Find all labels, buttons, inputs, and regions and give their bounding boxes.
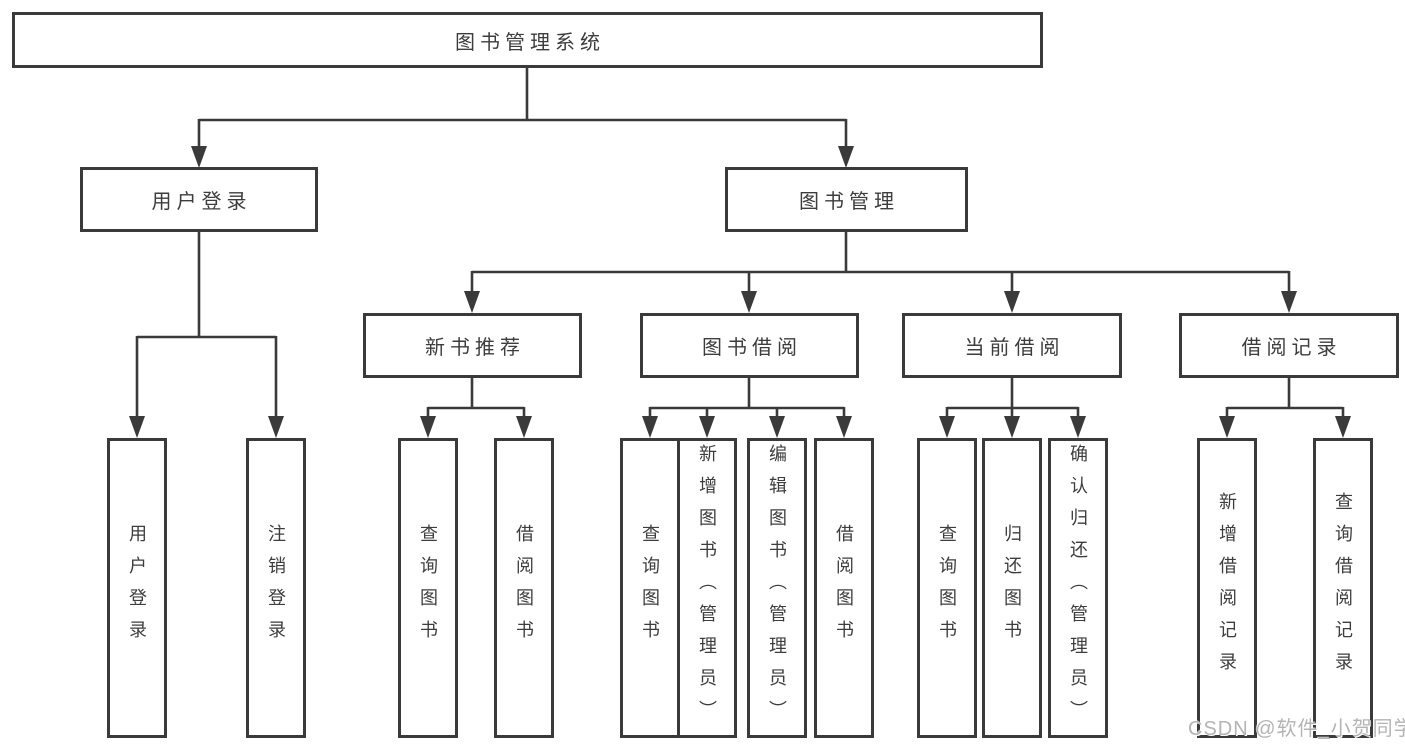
leaf-add-borrow-record: 新增借阅记录 bbox=[1197, 438, 1257, 738]
connector-user-login-children bbox=[129, 232, 284, 438]
leaf-borrow-books-recommend: 借阅图书 bbox=[494, 438, 554, 738]
node-borrow-records: 借阅记录 bbox=[1179, 313, 1399, 378]
connector-current-borrow-children bbox=[939, 378, 1086, 438]
connector-borrow-records-children bbox=[1219, 378, 1351, 438]
leaf-label: 新增借阅记录 bbox=[1217, 492, 1237, 684]
leaf-label: 查询图书 bbox=[937, 524, 957, 652]
leaf-add-books-admin: 新增图书（管理员） bbox=[677, 438, 737, 738]
leaf-label: 新增图书（管理员） bbox=[697, 444, 717, 732]
node-label: 当前借阅 bbox=[964, 337, 1065, 359]
node-new-book-recommend: 新书推荐 bbox=[363, 313, 582, 378]
node-label: 新书推荐 bbox=[425, 337, 525, 359]
leaf-label: 确认归还（管理员） bbox=[1068, 444, 1088, 732]
leaf-query-books-current: 查询图书 bbox=[917, 438, 977, 738]
leaf-label: 查询图书 bbox=[640, 524, 660, 652]
leaf-query-borrow-record: 查询借阅记录 bbox=[1313, 438, 1373, 738]
node-label: 图书借阅 bbox=[702, 337, 802, 359]
node-current-borrow: 当前借阅 bbox=[902, 313, 1122, 378]
connector-book-management-children bbox=[464, 232, 1297, 313]
leaf-label: 用户登录 bbox=[127, 524, 147, 652]
leaf-borrow-books: 借阅图书 bbox=[814, 438, 874, 738]
leaf-query-books-recommend: 查询图书 bbox=[398, 438, 458, 738]
leaf-label: 归还图书 bbox=[1002, 524, 1022, 652]
node-user-login: 用户登录 bbox=[80, 167, 318, 232]
leaf-logout: 注销登录 bbox=[246, 438, 306, 738]
node-book-management: 图书管理 bbox=[725, 167, 968, 232]
node-label: 图书管理系统 bbox=[455, 31, 605, 54]
node-library-management-system: 图书管理系统 bbox=[12, 12, 1043, 68]
leaf-label: 查询借阅记录 bbox=[1333, 492, 1353, 684]
node-label: 图书管理 bbox=[799, 191, 899, 213]
leaf-label: 借阅图书 bbox=[834, 524, 854, 652]
watermark: CSDN @软件_小贺同学 bbox=[1188, 718, 1405, 740]
leaf-edit-books-admin: 编辑图书（管理员） bbox=[747, 438, 807, 738]
leaf-label: 借阅图书 bbox=[514, 524, 534, 652]
node-book-borrow: 图书借阅 bbox=[640, 313, 859, 378]
connector-new-book-children bbox=[420, 378, 532, 438]
leaf-label: 查询图书 bbox=[418, 524, 438, 652]
connector-root-to-level1 bbox=[191, 68, 854, 168]
leaf-query-books-borrow: 查询图书 bbox=[620, 438, 680, 738]
connector-book-borrow-children bbox=[642, 378, 852, 438]
node-label: 借阅记录 bbox=[1241, 337, 1342, 359]
node-label: 用户登录 bbox=[151, 191, 252, 213]
leaf-label: 编辑图书（管理员） bbox=[767, 444, 787, 732]
leaf-user-login: 用户登录 bbox=[107, 438, 167, 738]
leaf-return-books: 归还图书 bbox=[982, 438, 1042, 738]
leaf-confirm-return-admin: 确认归还（管理员） bbox=[1048, 438, 1108, 738]
leaf-label: 注销登录 bbox=[266, 524, 286, 652]
